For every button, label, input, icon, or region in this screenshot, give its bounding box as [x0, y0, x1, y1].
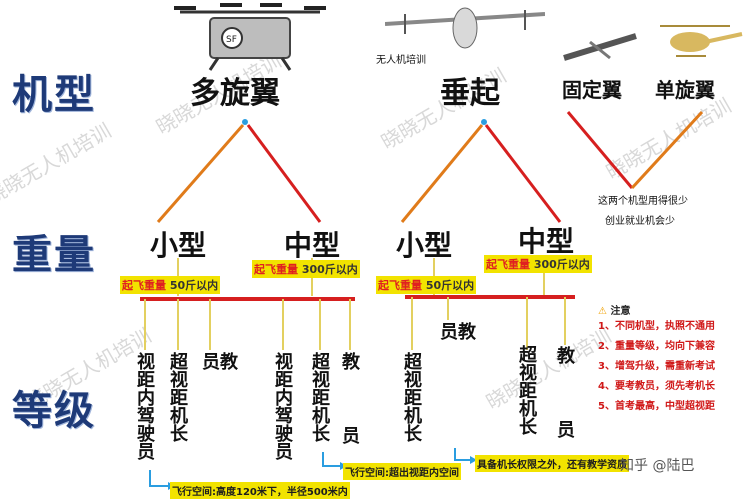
row-label-grade: 等级 [12, 388, 96, 434]
warning-icon: ⚠ [598, 306, 607, 317]
size-medium-multirotor: 中型 [284, 229, 341, 262]
multirotor-drone-image: SF [174, 3, 326, 71]
weight-medium-vtol: 起飞重量 300斤以内 [484, 255, 592, 273]
fixed-wing-drone-image [563, 33, 637, 61]
flight-space-note: 飞行空间:高度120米下，半径500米内 [170, 482, 350, 499]
size-small-multirotor: 小型 [150, 229, 207, 262]
helicopter-drone-image [660, 25, 743, 57]
weight-small-vtol: 起飞重量 50斤以内 [376, 276, 477, 294]
rare-model-note: 创业就业机会少 [605, 216, 675, 227]
weight-label: 起飞重量 [486, 258, 530, 271]
size-small-vtol: 小型 [396, 229, 453, 262]
grade-visual-line-pilot: 视距内驾驶员 [134, 352, 155, 460]
grade-instructor: 教员 [199, 352, 238, 410]
weight-medium-multirotor: 起飞重量 300斤以内 [252, 260, 360, 278]
warning-item: 5、首考最高，中型超视距 [598, 401, 715, 412]
model-fixed-wing: 固定翼 [562, 78, 622, 102]
weight-value: 300斤以内 [533, 258, 590, 271]
grade-instructor: 教员 [437, 322, 476, 424]
grade-bvlos-captain: 超视距机长 [309, 352, 330, 442]
grade-visual-line-pilot: 视距内驾驶员 [272, 352, 293, 460]
rare-model-note: 这两个机型用得很少 [598, 196, 688, 207]
warning-item: 2、重量等级，均向下兼容 [598, 341, 715, 352]
vtol-caption: 无人机培训 [376, 55, 426, 66]
svg-text:SF: SF [226, 35, 237, 45]
weight-value: 50斤以内 [169, 279, 219, 292]
warning-title-text: 注意 [610, 306, 631, 317]
size-medium-vtol: 中型 [518, 225, 575, 258]
weight-value: 50斤以内 [425, 279, 475, 292]
row-label-model: 机型 [12, 72, 96, 118]
vtol-drone-image [385, 7, 545, 49]
grade-bvlos-captain: 超视距机长 [516, 345, 537, 435]
flight-space-note: 飞行空间:超出视距内空间 [343, 463, 461, 480]
warning-item: 1、不同机型，执照不通用 [598, 321, 715, 332]
weight-small-multirotor: 起飞重量 50斤以内 [120, 276, 221, 294]
weight-value: 300斤以内 [301, 263, 358, 276]
footer-credit: 知乎 @陆巴 [620, 458, 695, 474]
row-label-weight: 重量 [12, 232, 96, 278]
grade-bvlos-captain: 超视距机长 [401, 352, 422, 442]
warning-title: ⚠ 注意 [598, 302, 715, 317]
warning-box: ⚠ 注意 1、不同机型，执照不通用 2、重量等级，均向下兼容 3、增驾升级，需重… [598, 302, 715, 417]
model-multirotor: 多旋翼 [190, 76, 280, 111]
warning-item: 3、增驾升级，需重新考试 [598, 361, 715, 372]
model-helicopter: 单旋翼 [655, 78, 715, 102]
warning-item: 4、要考教员，须先考机长 [598, 381, 715, 392]
grade-bvlos-captain: 超视距机长 [167, 352, 188, 442]
weight-label: 起飞重量 [254, 263, 298, 276]
weight-label: 起飞重量 [378, 279, 422, 292]
instructor-note: 具备机长权限之外，还有教学资质 [475, 455, 629, 472]
weight-label: 起飞重量 [122, 279, 166, 292]
model-vtol: 垂起 [440, 76, 500, 111]
